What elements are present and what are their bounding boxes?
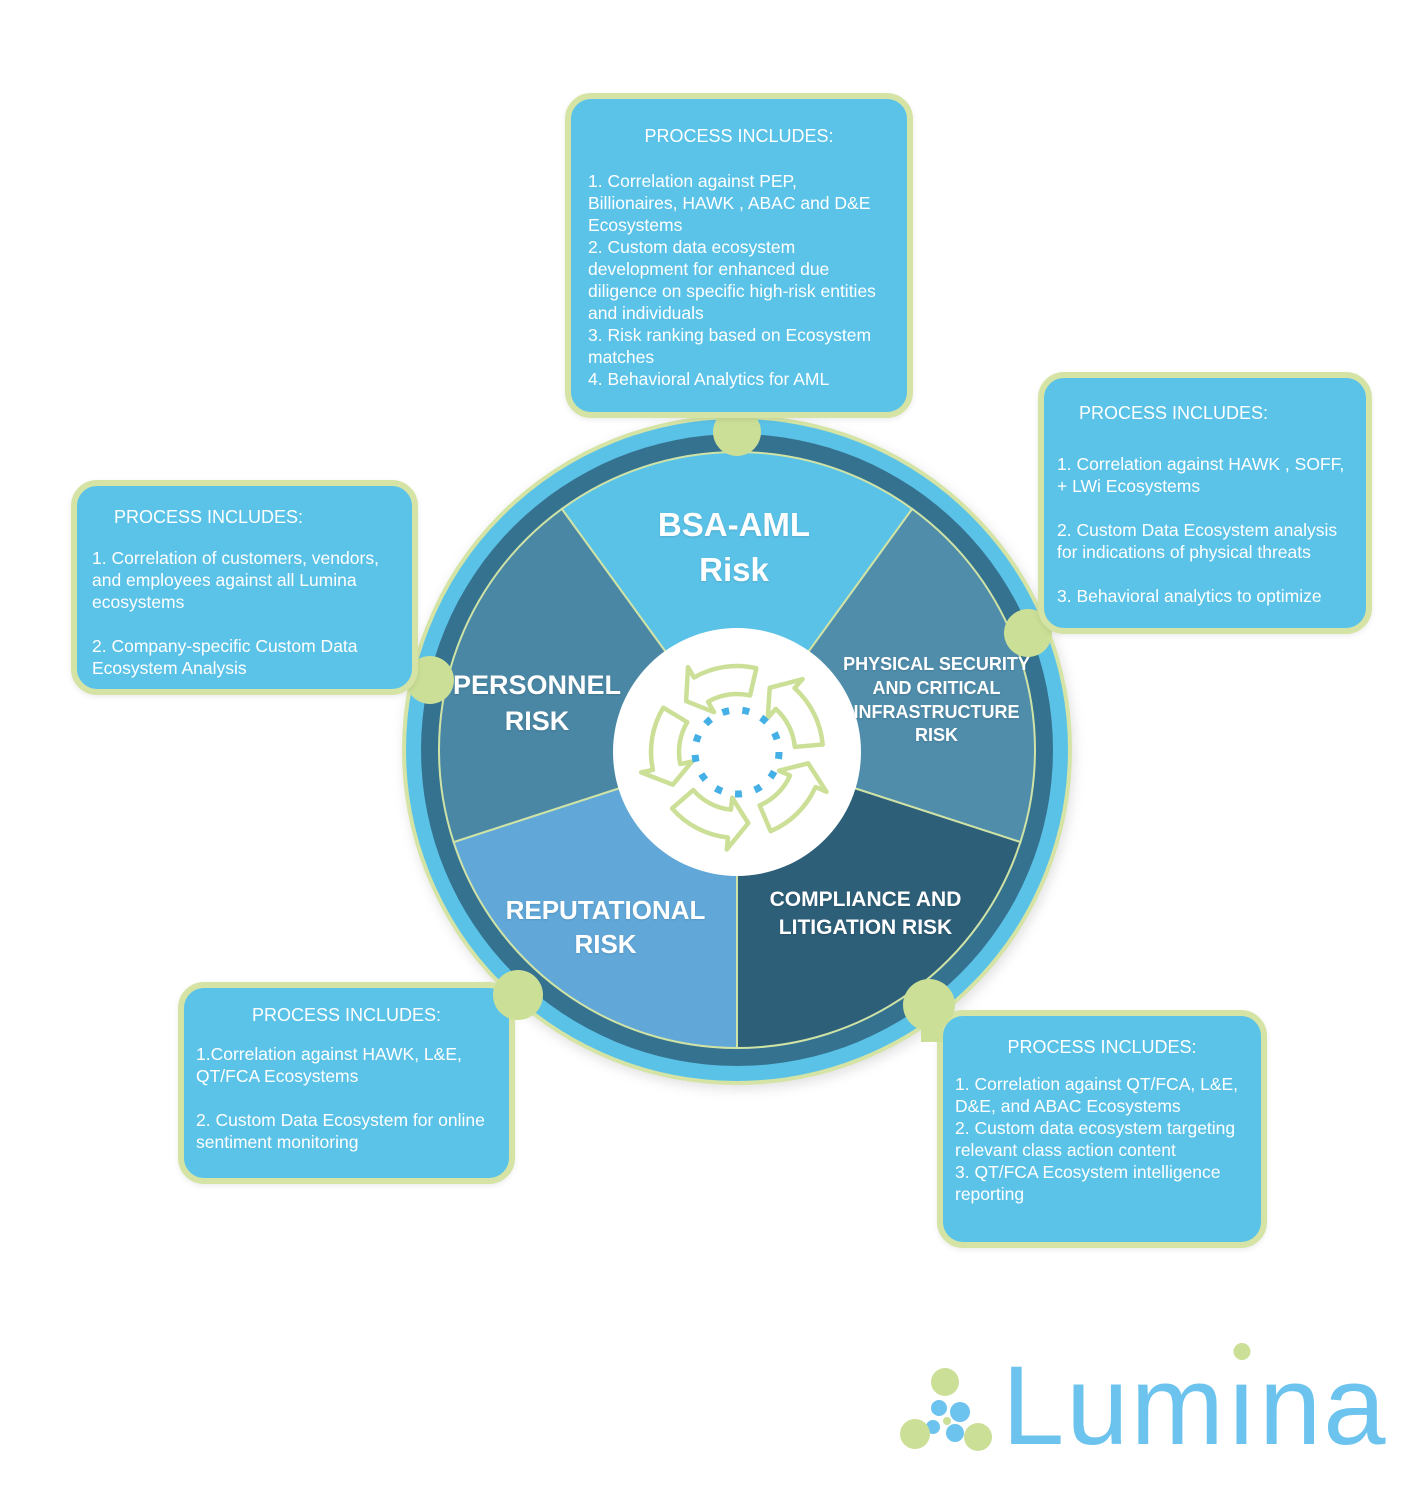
callout-item: 1. Correlation of customers, vendors, an… (92, 547, 379, 612)
callout-personnel-process: PROCESS INCLUDES: 1. Correlation of cust… (71, 480, 418, 695)
segment-label-line: RISK (504, 705, 570, 736)
callout-item: 1.Correlation against HAWK, L&E, QT/FCA … (196, 1043, 462, 1086)
segment-label-line: BSA-AML (657, 506, 811, 543)
callout-compliance-litigation-process: PROCESS INCLUDES: 1. Correlation against… (937, 1010, 1267, 1248)
callout-item: 1. Correlation against HAWK , SOFF, + LW… (1057, 453, 1345, 496)
connector-dot-bottom-right (903, 979, 955, 1031)
callout-heading: PROCESS INCLUDES: (644, 126, 834, 146)
segment-label-line: Risk (699, 550, 769, 588)
segment-label-line: PERSONNEL (452, 670, 622, 700)
wordmark-part: Lum (1002, 1343, 1226, 1468)
segment-label-personnel: PERSONNEL RISK (427, 668, 647, 739)
segment-label-line: AND CRITICAL (872, 677, 1001, 698)
segment-label-bsa-aml: BSA-AML Risk (609, 503, 859, 592)
callout-item: 2. Company-specific Custom Data Ecosyste… (92, 635, 358, 678)
callout-item: 2. Custom Data Ecosystem for online sent… (196, 1109, 485, 1152)
callout-item: 2. Custom data ecosystem targeting relev… (955, 1117, 1236, 1160)
callout-item: 2. Custom Data Ecosystem analysis for in… (1057, 519, 1338, 562)
segment-label-line: RISK (914, 725, 958, 746)
callout-bsa-aml-process: PROCESS INCLUDES: 1. Correlation against… (565, 93, 913, 418)
connector-dot-bottom-left (493, 970, 543, 1020)
callout-reputational-process: PROCESS INCLUDES: 1.Correlation against … (178, 982, 515, 1184)
segment-label-line: LITIGATION RISK (778, 915, 953, 939)
wordmark-part: na (1259, 1343, 1388, 1468)
callout-item: 2. Custom data ecosystem development for… (588, 236, 876, 323)
callout-heading: PROCESS INCLUDES: (251, 1005, 442, 1025)
segment-label-line: INFRASTRUCTURE (853, 701, 1020, 722)
callout-heading: PROCESS INCLUDES: (114, 507, 304, 527)
segment-label-line: RISK (574, 929, 637, 960)
callout-physical-security-process: PROCESS INCLUDES: 1. Correlation against… (1038, 372, 1372, 634)
callout-item: 3. Risk ranking based on Ecosystem match… (588, 325, 872, 368)
callout-heading: PROCESS INCLUDES: (1007, 1037, 1197, 1057)
segment-label-reputational: REPUTATIONAL RISK (478, 893, 733, 962)
i-dot-icon (1233, 1343, 1251, 1360)
callout-item: 3. Behavioral analytics to optimize (1057, 585, 1322, 606)
wordmark-i: ı (1226, 1336, 1259, 1476)
callout-item: 1. Correlation against QT/FCA, L&E, D&E,… (955, 1073, 1239, 1116)
segment-label-line: PHYSICAL SECURITY (843, 654, 1030, 674)
segment-label-line: REPUTATIONAL (505, 895, 706, 925)
callout-heading: PROCESS INCLUDES: (1079, 403, 1269, 423)
lumina-logo-dots-icon (900, 1368, 992, 1451)
segment-label-compliance-litigation: COMPLIANCE AND LITIGATION RISK (738, 886, 993, 941)
wordmark-part: ı (1225, 1343, 1259, 1468)
cycle-arrows-icon (638, 663, 829, 852)
segment-label-physical-security: PHYSICAL SECURITY AND CRITICAL INFRASTRU… (834, 653, 1039, 748)
segment-label-line: COMPLIANCE AND (769, 888, 962, 911)
callout-item: 4. Behavioral Analytics for AML (588, 369, 830, 390)
callout-item: 3. QT/FCA Ecosystem intelligence reporti… (955, 1161, 1221, 1204)
dotted-circle-icon (691, 706, 783, 798)
callout-item: 1. Correlation against PEP, Billionaires… (588, 170, 871, 235)
